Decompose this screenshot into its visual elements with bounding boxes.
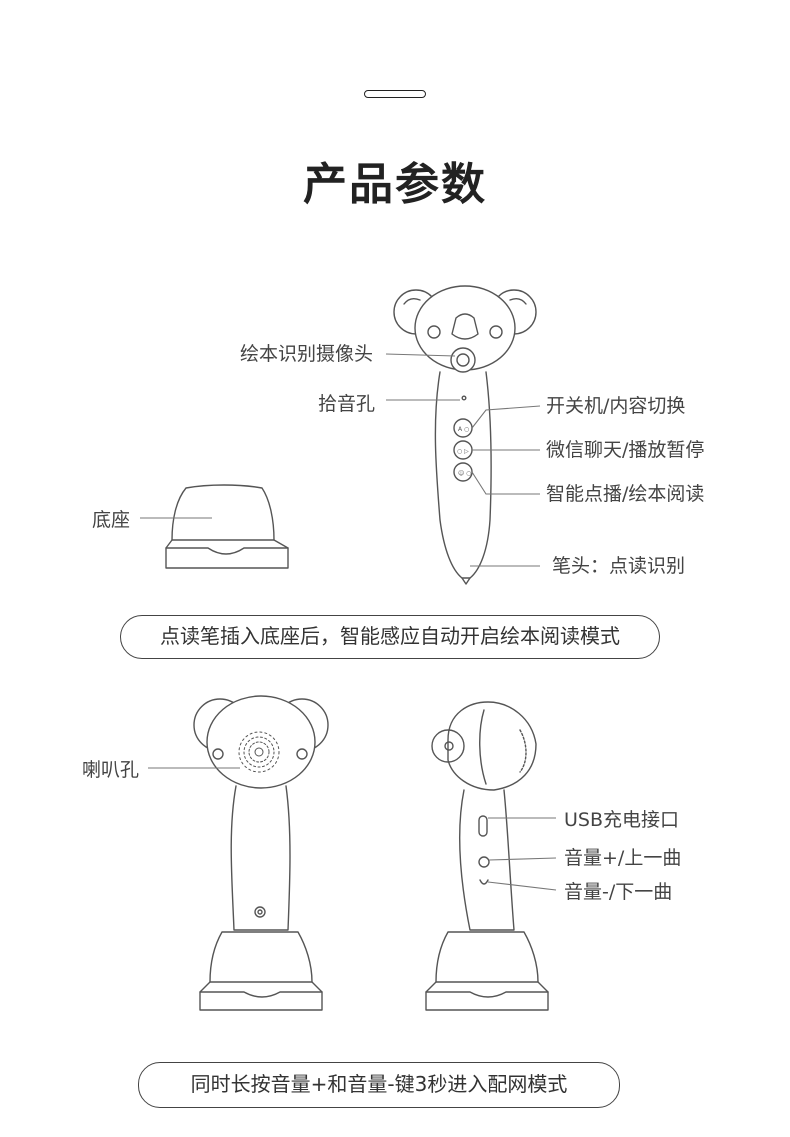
label-mic: 拾音孔 — [318, 393, 376, 415]
leader-lines — [140, 353, 557, 891]
label-tip: 笔头：点读识别 — [552, 555, 686, 577]
decorative-pill — [364, 90, 426, 98]
pen-side-illustration — [425, 701, 549, 1011]
page-title: 产品参数 — [303, 159, 487, 210]
pen-front-illustration: A ○ ○ ▷ ☺ ○ — [393, 285, 537, 585]
label-power: 开关机/内容切换 — [546, 395, 686, 417]
caption-pairing-mode: 同时长按音量+和音量-键3秒进入配网模式 — [138, 1062, 620, 1108]
label-vol-up: 音量+/上一曲 — [564, 847, 682, 869]
label-speaker: 喇叭孔 — [82, 759, 140, 781]
label-vol-down: 音量-/下一曲 — [564, 881, 673, 903]
base-illustration — [165, 484, 289, 569]
caption-auto-read: 点读笔插入底座后，智能感应自动开启绘本阅读模式 — [120, 615, 660, 659]
label-camera: 绘本识别摄像头 — [240, 343, 374, 365]
svg-text:A ○: A ○ — [458, 426, 469, 433]
svg-text:☺ ○: ☺ ○ — [458, 470, 471, 477]
label-usb: USB充电接口 — [564, 809, 680, 831]
label-base: 底座 — [92, 509, 131, 531]
pen-back-illustration — [193, 695, 329, 1011]
svg-text:○ ▷: ○ ▷ — [457, 448, 469, 455]
label-wechat: 微信聊天/播放暂停 — [546, 439, 705, 461]
label-smart: 智能点播/绘本阅读 — [546, 483, 705, 505]
